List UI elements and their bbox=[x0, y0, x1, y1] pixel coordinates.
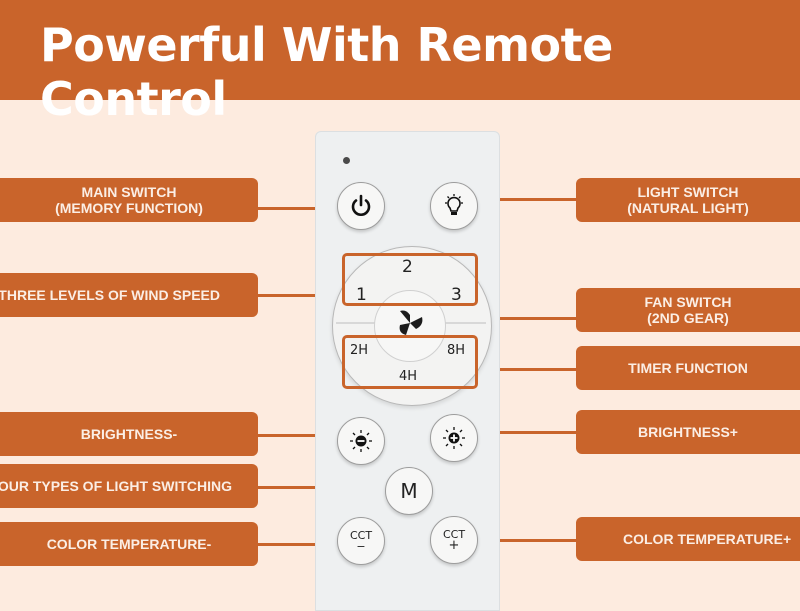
connector-main-switch bbox=[258, 207, 344, 210]
label-brightness-minus: BRIGHTNESS- bbox=[0, 412, 258, 456]
label-line: COLOR TEMPERATURE- bbox=[46, 536, 212, 552]
label-fan-switch: FAN SWITCH (2ND GEAR) bbox=[576, 288, 800, 332]
label-main-switch: MAIN SWITCH (MEMORY FUNCTION) bbox=[0, 178, 258, 222]
fan-icon bbox=[399, 310, 423, 335]
label-timer: TIMER FUNCTION bbox=[576, 346, 800, 390]
mode-button[interactable]: M bbox=[385, 467, 433, 515]
label-light-switch: LIGHT SWITCH (NATURAL LIGHT) bbox=[576, 178, 800, 222]
power-button[interactable] bbox=[337, 182, 385, 230]
label-line: THREE LEVELS OF WIND SPEED bbox=[0, 287, 220, 303]
light-button[interactable] bbox=[430, 182, 478, 230]
label-line: BRIGHTNESS+ bbox=[638, 424, 738, 440]
connector-timer bbox=[476, 368, 578, 371]
power-icon bbox=[351, 194, 371, 216]
wind-speed-highlight bbox=[342, 253, 478, 306]
connector-brightness-minus bbox=[258, 434, 344, 437]
label-line: TIMER FUNCTION bbox=[628, 360, 748, 376]
connector-fan-switch bbox=[430, 317, 578, 320]
timer-2h-button[interactable]: 2H bbox=[350, 343, 369, 358]
cct-minus-button[interactable]: CCT − bbox=[337, 517, 385, 565]
indicator-led bbox=[343, 157, 350, 164]
label-light-switching: FOUR TYPES OF LIGHT SWITCHING bbox=[0, 464, 258, 508]
speed-3-button[interactable]: 3 bbox=[451, 285, 462, 305]
fan-button[interactable] bbox=[374, 290, 446, 362]
connector-light-switch bbox=[476, 198, 578, 201]
minus-sign: − bbox=[356, 540, 366, 553]
brightness-plus-button[interactable] bbox=[430, 414, 478, 462]
brightness-minus-icon bbox=[350, 430, 372, 452]
label-line: BRIGHTNESS- bbox=[80, 426, 178, 442]
timer-8h-button[interactable]: 8H bbox=[447, 343, 466, 358]
mode-label: M bbox=[400, 479, 418, 503]
lightbulb-icon bbox=[445, 194, 463, 215]
plus-sign: + bbox=[448, 538, 460, 553]
label-line: (NATURAL LIGHT) bbox=[627, 200, 749, 216]
label-line: (2ND GEAR) bbox=[647, 310, 729, 326]
cct-plus-button[interactable]: CCT + bbox=[430, 516, 478, 564]
brightness-minus-button[interactable] bbox=[337, 417, 385, 465]
dial-divider bbox=[336, 322, 376, 324]
speed-2-button[interactable]: 2 bbox=[402, 257, 413, 277]
connector-wind-speed bbox=[258, 294, 344, 297]
dial-divider bbox=[442, 322, 486, 324]
page-title: Powerful With Remote Control bbox=[40, 18, 613, 126]
timer-highlight bbox=[342, 335, 478, 389]
label-line: FOUR TYPES OF LIGHT SWITCHING bbox=[0, 478, 232, 494]
label-brightness-plus: BRIGHTNESS+ bbox=[576, 410, 800, 454]
connector-brightness-plus bbox=[476, 431, 578, 434]
label-cct-minus: COLOR TEMPERATURE- bbox=[0, 522, 258, 566]
timer-4h-button[interactable]: 4H bbox=[399, 369, 418, 384]
connector-cct-plus bbox=[476, 539, 578, 542]
label-line: (MEMORY FUNCTION) bbox=[55, 200, 203, 216]
label-line: FAN SWITCH bbox=[644, 294, 732, 310]
connector-cct-minus bbox=[258, 543, 344, 546]
label-cct-plus: COLOR TEMPERATURE+ bbox=[576, 517, 800, 561]
header-banner: Powerful With Remote Control bbox=[0, 0, 800, 126]
brightness-plus-icon bbox=[443, 427, 465, 449]
label-wind-speed: THREE LEVELS OF WIND SPEED bbox=[0, 273, 258, 317]
cct-minus-label: CCT bbox=[349, 529, 373, 542]
label-line: COLOR TEMPERATURE+ bbox=[623, 531, 792, 547]
cct-plus-label: CCT bbox=[442, 528, 466, 541]
label-line: MAIN SWITCH bbox=[81, 184, 177, 200]
speed-1-button[interactable]: 1 bbox=[356, 285, 367, 305]
label-line: LIGHT SWITCH bbox=[637, 184, 739, 200]
